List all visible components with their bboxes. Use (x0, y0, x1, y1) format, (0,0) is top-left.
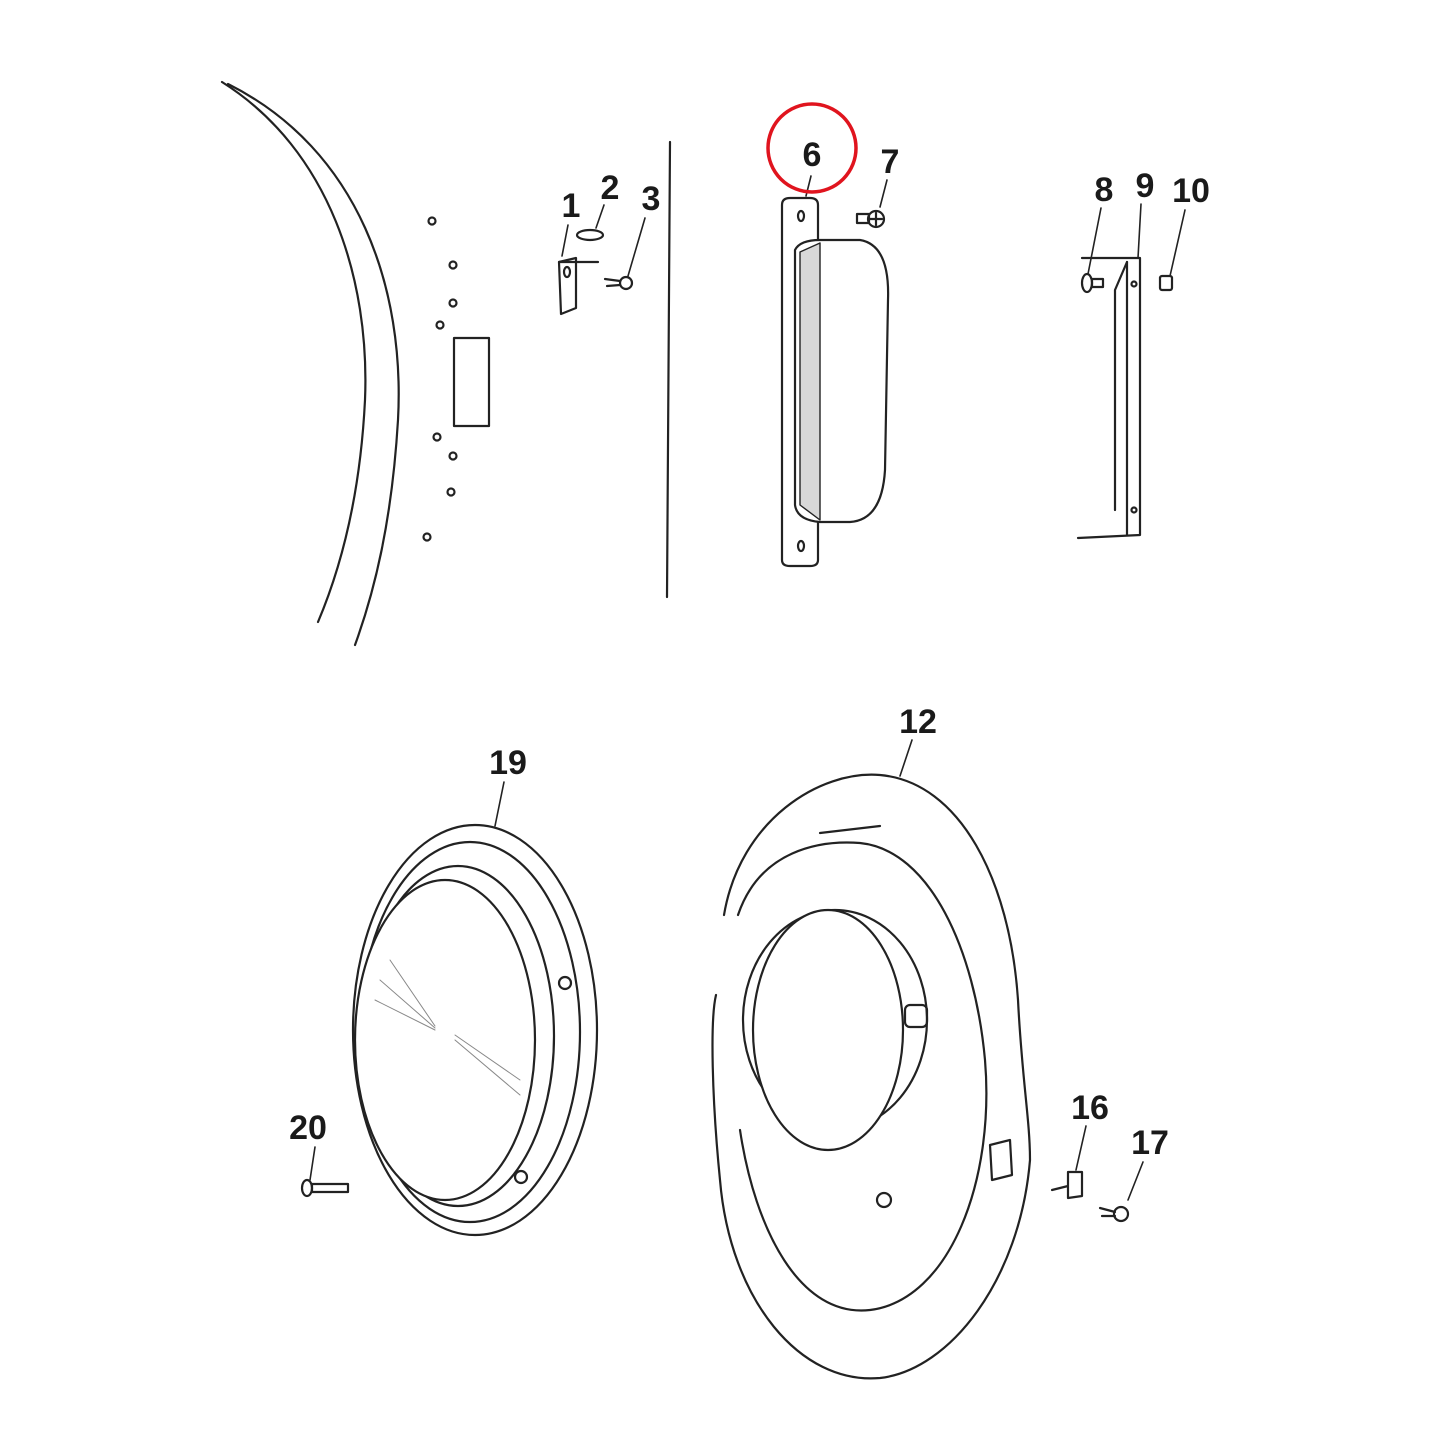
part-label-20: 20 (289, 1109, 327, 1147)
part-label-17: 17 (1131, 1124, 1169, 1162)
cabinet-front-panel (220, 80, 491, 647)
part-10-nut (1158, 274, 1174, 292)
part-label-7: 7 (880, 143, 900, 181)
part-17-screw (1098, 1205, 1130, 1223)
part-6-handle (780, 196, 890, 568)
part-19-door-ring (351, 823, 599, 1237)
part-12-inner-ring (711, 773, 1032, 1380)
part-1-bracket (557, 256, 600, 316)
part-8-screw (1080, 272, 1105, 294)
part-label-2: 2 (600, 169, 620, 207)
part-7-screw (855, 209, 886, 229)
leader-lines (309, 175, 1186, 1201)
part-3-screw (603, 275, 634, 291)
part-20-screw (300, 1178, 350, 1198)
part-label-12: 12 (899, 703, 937, 741)
part-label-8: 8 (1094, 171, 1114, 209)
part-16-clip (1050, 1170, 1084, 1200)
part-2-washer (575, 228, 605, 242)
part-label-10: 10 (1172, 172, 1210, 210)
part-9-bracket (1076, 256, 1142, 540)
part-label-19: 19 (489, 744, 527, 782)
part-label-9: 9 (1135, 167, 1155, 205)
part-label-3: 3 (641, 180, 661, 218)
part-label-1: 1 (561, 187, 581, 225)
part-label-16: 16 (1071, 1089, 1109, 1127)
part-label-6: 6 (802, 136, 822, 174)
divider-line (665, 140, 672, 599)
highlight-circle (766, 102, 858, 194)
